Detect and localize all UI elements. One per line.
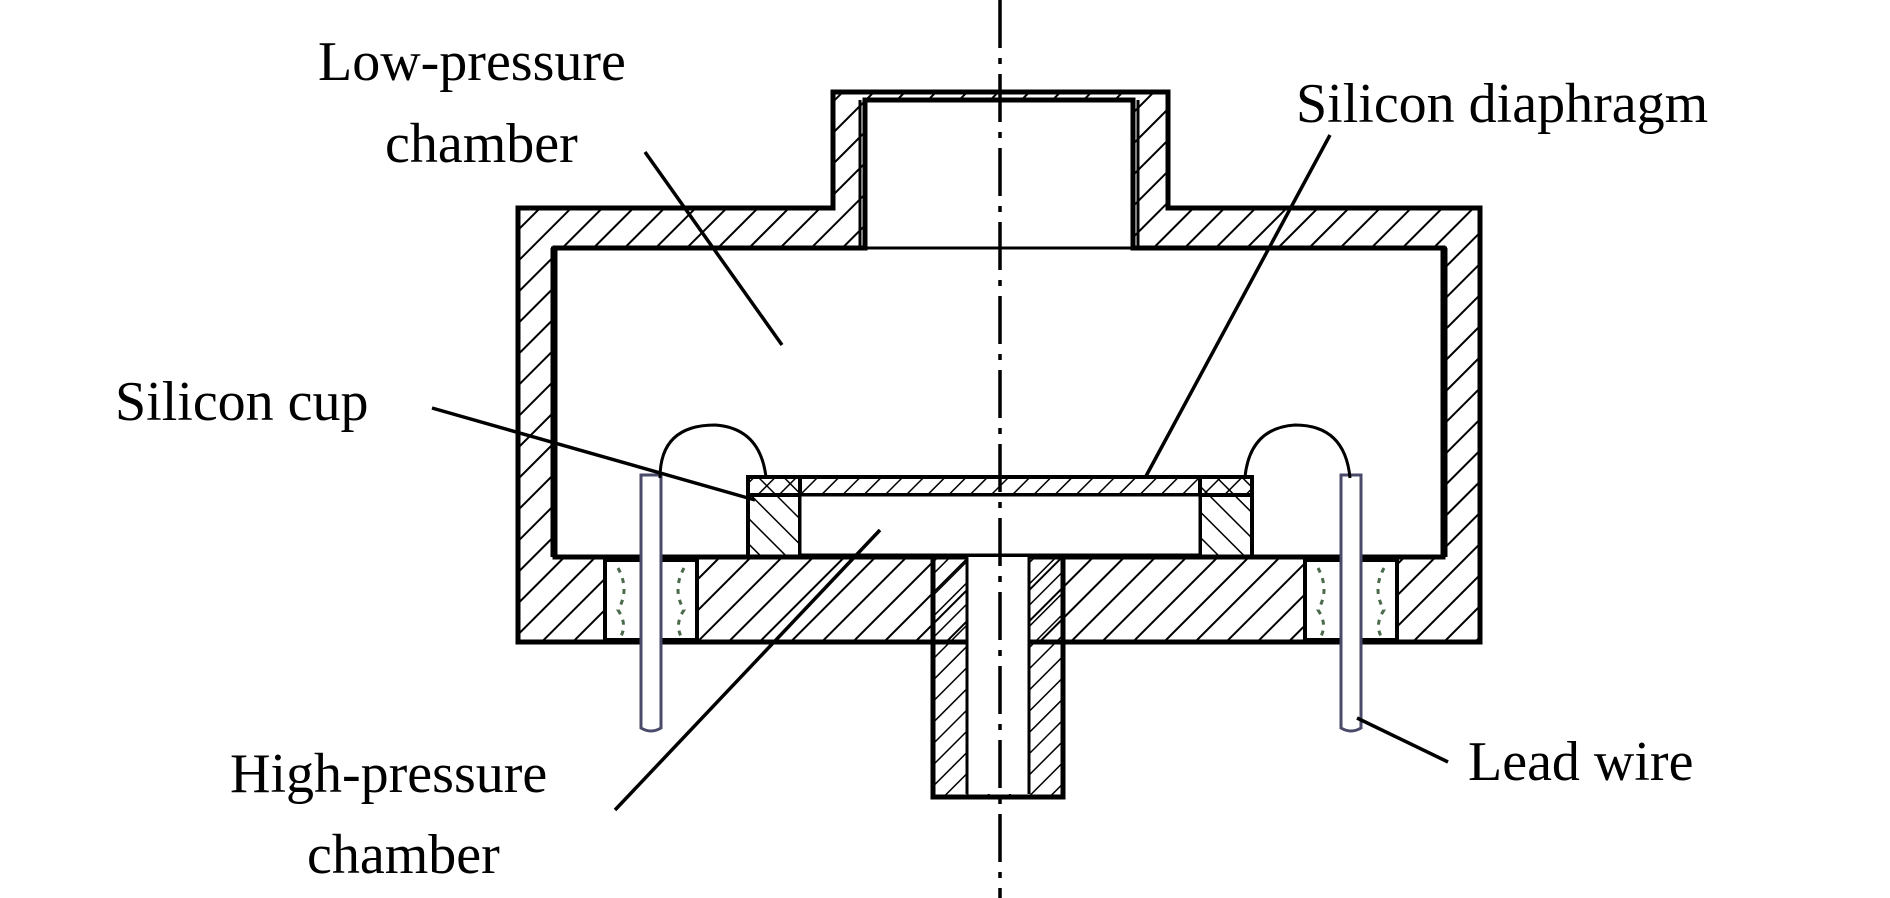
label-low-pressure-line2: chamber — [385, 113, 578, 175]
left-seal-texture — [616, 567, 686, 639]
left-bond-wire — [658, 423, 768, 479]
right-bond-wire — [1243, 423, 1352, 479]
label-high-pressure-line1: High-pressure — [230, 743, 547, 805]
leader-silicon-diaphragm — [1143, 134, 1332, 479]
bottom-port-bore — [967, 557, 1029, 794]
label-silicon-diaphragm: Silicon diaphragm — [1296, 73, 1708, 135]
leader-lead-wire — [1356, 716, 1449, 764]
leader-high-pressure — [613, 528, 882, 812]
left-lead-wire — [639, 473, 663, 733]
right-seal-texture — [1316, 567, 1386, 639]
leader-low-pressure — [643, 150, 784, 347]
label-low-pressure-line1: Low-pressure — [318, 31, 626, 93]
label-high-pressure-line2: chamber — [307, 824, 500, 886]
label-silicon-cup: Silicon cup — [115, 371, 369, 433]
right-lead-wire — [1339, 473, 1363, 733]
leader-silicon-cup — [431, 406, 756, 502]
label-lead-wire: Lead wire — [1468, 731, 1693, 793]
